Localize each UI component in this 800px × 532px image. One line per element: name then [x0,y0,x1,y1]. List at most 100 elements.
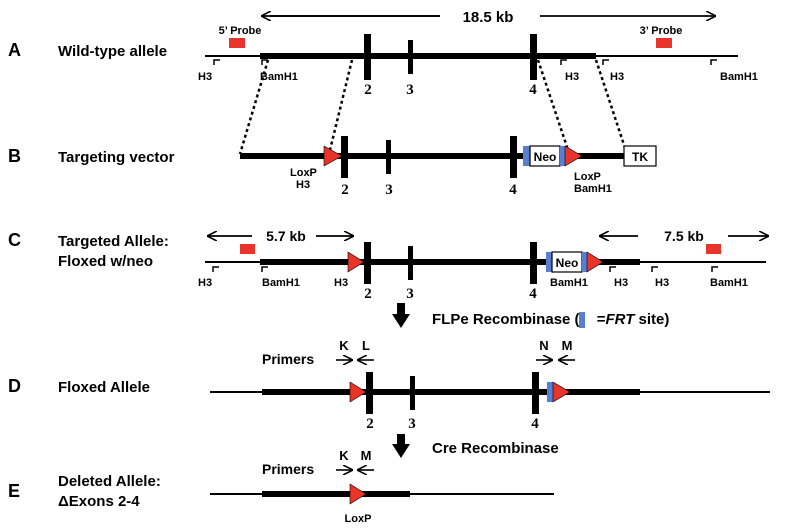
row-d-exon-3 [410,376,415,410]
row-d-exon-2 [366,372,373,414]
row-c-exon-3 [408,246,413,280]
flpe-prefix: FLPe Recombinase ( [432,311,580,328]
cre-step-label: Cre Recombinase [432,440,559,457]
row-b-neo-label: Neo [534,150,557,164]
row-d-exon-4-label: 4 [531,416,539,432]
flpe-suffix: site) [634,311,669,328]
row-a-exon-3-label: 3 [406,82,414,98]
row-b-exon-4 [510,136,517,178]
cre-step-arrow-stem [397,434,405,444]
row-b-tk-label: TK [632,150,648,164]
row-c-bamh1-label-1: BamH1 [262,277,300,289]
five-prime-probe-label: 5’ Probe [219,25,262,37]
row-b-bamh1-label: BamH1 [574,183,612,195]
row-d-label: Floxed Allele [58,379,150,396]
row-d-letter: D [8,376,21,396]
three-prime-probe-label: 3’ Probe [640,25,683,37]
row-a-bamh1-site-2 [710,59,717,65]
row-d-exon-3-label: 3 [408,416,416,432]
row-b-loxp-2 [564,145,583,167]
row-b-loxp-1 [323,145,343,167]
flpe-site: FRT [605,311,636,328]
row-c-bamh1-label-3: BamH1 [710,277,748,289]
row-c-bamh1-site-1 [261,266,268,272]
row-b-label: Targeting vector [58,149,175,166]
row-c-five-prime-probe [240,244,255,254]
row-c-exon-2-label: 2 [364,286,372,302]
flpe-step-arrow [392,314,410,328]
row-b-frt-1 [523,146,530,166]
row-b-exon-4-label: 4 [509,182,517,198]
homology-line-1 [238,59,270,155]
row-a-bamh1-site-1 [261,59,268,65]
flpe-eq: = [593,311,606,328]
row-c-exon-4 [530,242,537,284]
row-c-loxp-2 [586,251,604,273]
three-prime-probe [656,38,672,48]
row-a-h3-label-2: H3 [565,71,579,83]
row-c-frt-1 [546,252,552,272]
row-a-bamh1-label-1: BamH1 [260,71,298,83]
primer-k-e: K [339,448,349,463]
row-a-label: Wild-type allele [58,43,167,60]
right-fragment-size: 7.5 kb [664,228,704,244]
row-d-exon-4 [532,372,539,414]
row-a-h3-label-3: H3 [610,71,624,83]
row-b-exon-2-label: 2 [341,182,349,198]
flpe-step-label: FLPe Recombinase ( =FRT site) [432,311,669,328]
primer-l-d: L [362,338,370,353]
row-c-h3-label-2: H3 [334,277,348,289]
row-d-loxp-1 [349,381,367,403]
row-c-exon-2 [364,242,371,284]
wildtype-size-label: 18.5 kb [463,9,514,26]
row-b-frt-2 [560,146,566,166]
row-c-bamh1-label-2: BamH1 [550,277,588,289]
row-c-h3-site-4 [651,266,658,272]
row-a-h3-site-1 [213,59,220,65]
row-a-exon-4-label: 4 [529,82,537,98]
row-e-label-line2: ΔExons 2-4 [58,493,140,510]
row-e-loxp-label: LoxP [345,513,372,525]
row-a-exon-2 [364,34,371,80]
row-c-exon-3-label: 3 [406,286,414,302]
cre-step-arrow [392,444,410,458]
row-c-neo-label: Neo [556,256,579,270]
row-c-h3-label-3: H3 [614,277,628,289]
row-e-label-line1: Deleted Allele: [58,473,161,490]
row-b-h3-label: H3 [296,179,310,191]
row-a-h3-site-2 [560,59,567,65]
row-c-label-line1: Targeted Allele: [58,233,169,250]
frt-legend-swatch [579,312,585,328]
row-b-letter: B [8,146,21,166]
row-a-exon-3 [408,40,413,74]
primer-m-e: M [361,448,372,463]
row-a-h3-label-1: H3 [198,71,212,83]
row-b-exon-3-label: 3 [385,182,393,198]
row-b-loxp-label-1: LoxP [290,167,317,179]
row-c-h3-site-1 [212,266,219,272]
row-c-three-prime-probe [706,244,721,254]
row-c-bamh1-site-3 [711,266,718,272]
row-c-letter: C [8,230,21,250]
row-a-letter: A [8,40,21,60]
row-c-frt-2 [582,252,588,272]
row-c-loxp-1 [347,251,365,273]
row-b-loxp-label-2: LoxP [574,171,601,183]
row-c-exon-4-label: 4 [529,286,537,302]
primer-m-d: M [562,338,573,353]
row-d-primers-label: Primers [262,351,314,367]
row-a-h3-site-3 [602,59,609,65]
row-b-tk-box [623,145,657,167]
left-fragment-size: 5.7 kb [266,228,306,244]
row-c-h3-label-1: H3 [198,277,212,289]
homology-line-3 [536,59,570,151]
primer-k-d: K [339,338,349,353]
row-a-exon-2-label: 2 [364,82,372,98]
row-e-letter: E [8,481,20,501]
row-c-label-line2: Floxed w/neo [58,253,153,270]
row-b-exon-3 [386,140,391,174]
row-a-bamh1-label-2: BamH1 [720,71,758,83]
row-d-exon-2-label: 2 [366,416,374,432]
